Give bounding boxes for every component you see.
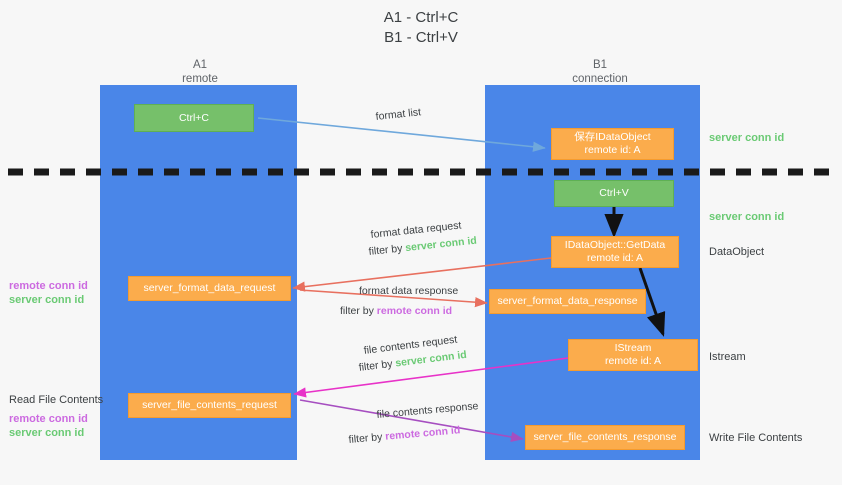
node-istream-line2: remote id: A — [604, 355, 662, 367]
node-ctrl-v-label: Ctrl+V — [599, 187, 629, 199]
caption-file-contents-response-line2: filter by remote conn id — [348, 423, 461, 447]
caption-fmt-req-key: server conn id — [404, 234, 478, 255]
diagram-title: A1 - Ctrl+C B1 - Ctrl+V — [0, 8, 842, 48]
caption-fmt-resp-prefix: filter by — [340, 305, 377, 317]
node-idataobject-line2: remote id: A — [584, 144, 641, 156]
node-istream[interactable]: IStream remote id: A — [568, 339, 698, 371]
label-left-remote-conn-id-2: remote conn id — [9, 413, 88, 425]
label-right-write-file-contents: Write File Contents — [709, 432, 803, 444]
label-left-server-conn-id-1: server conn id — [9, 294, 85, 306]
caption-format-data-response-line2: filter by remote conn id — [340, 304, 452, 318]
node-idataobject[interactable]: 保存IDataObject remote id: A — [551, 128, 674, 160]
label-left-server-conn-id-2: server conn id — [9, 427, 85, 439]
caption-format-list: format list — [375, 106, 422, 123]
node-fmt-resp-label: server_format_data_response — [497, 295, 638, 307]
caption-fmt-resp-key: remote conn id — [376, 305, 453, 317]
caption-file-contents-response-line1: file contents response — [376, 400, 479, 421]
title-line-2: B1 - Ctrl+V — [384, 29, 458, 46]
label-right-server-conn-id-1: server conn id — [709, 132, 785, 144]
lane-header-a1: A1 remote — [140, 58, 260, 86]
label-right-server-conn-id-2: server conn id — [709, 211, 785, 223]
node-server-file-contents-request[interactable]: server_file_contents_request — [128, 393, 291, 418]
caption-file-req-prefix: filter by — [358, 357, 397, 374]
node-ctrl-v[interactable]: Ctrl+V — [554, 180, 674, 207]
title-line-1: A1 - Ctrl+C — [383, 9, 459, 26]
lane-b1-name: B1 — [592, 59, 608, 71]
caption-fmt-req-prefix: filter by — [368, 242, 406, 258]
caption-format-data-response-line1: format data response — [359, 285, 459, 297]
node-istream-line1: IStream — [614, 342, 652, 354]
lane-a1-sub: remote — [182, 73, 218, 85]
node-fmt-req-label: server_format_data_request — [143, 282, 276, 294]
label-left-remote-conn-id-1: remote conn id — [9, 280, 88, 292]
label-left-read-file-contents: Read File Contents — [9, 394, 104, 406]
caption-file-resp-prefix: filter by — [348, 430, 386, 446]
lane-b1-sub: connection — [572, 73, 628, 85]
label-right-dataobject: DataObject — [709, 246, 765, 258]
node-ctrl-c[interactable]: Ctrl+C — [134, 104, 254, 132]
node-idataobject-line1: 保存IDataObject — [574, 131, 651, 143]
node-ctrl-c-label: Ctrl+C — [178, 111, 210, 124]
node-file-resp-label: server_file_contents_response — [533, 431, 677, 443]
node-server-format-data-response[interactable]: server_format_data_response — [489, 289, 646, 314]
caption-file-resp-key: remote conn id — [384, 424, 461, 443]
node-file-req-label: server_file_contents_request — [142, 399, 277, 411]
label-right-istream: Istream — [709, 351, 746, 363]
node-getdata[interactable]: IDataObject::GetData remote id: A — [551, 236, 679, 268]
node-getdata-line1: IDataObject::GetData — [564, 239, 666, 251]
lane-header-b1: B1 connection — [535, 58, 665, 86]
node-getdata-line2: remote id: A — [586, 252, 644, 264]
node-server-format-data-request[interactable]: server_format_data_request — [128, 276, 291, 301]
lane-a1-name: A1 — [192, 59, 208, 71]
node-server-file-contents-response[interactable]: server_file_contents_response — [525, 425, 685, 450]
